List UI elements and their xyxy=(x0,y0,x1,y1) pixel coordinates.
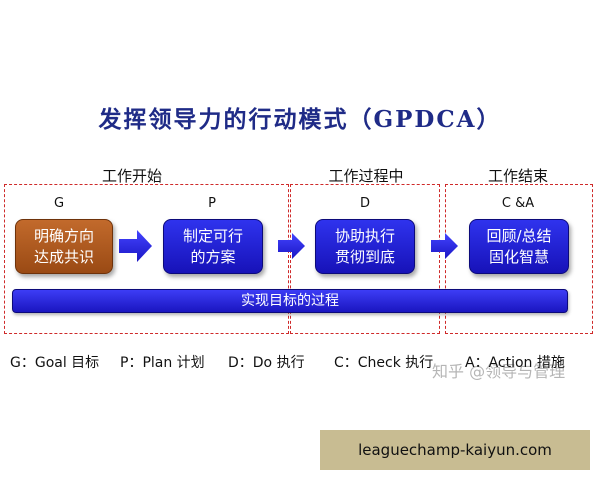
legend-check: C：Check 执行 xyxy=(334,355,434,371)
arrow-right-icon xyxy=(431,233,458,259)
watermark: 知乎 @领导与管理 xyxy=(432,362,566,381)
url-text: leaguechamp-kaiyun.com xyxy=(358,441,552,459)
legend-action: A：Action 措施 xyxy=(465,355,565,371)
process-bar: 实现目标的过程 xyxy=(12,289,568,313)
legend-plan: P：Plan 计划 xyxy=(120,355,205,371)
diagram-title: 发挥领导力的行动模式（GPDCA） xyxy=(98,106,502,133)
phase-label-end: 工作结束 xyxy=(487,167,549,185)
phase-frame-process xyxy=(290,184,440,334)
phase-frame-start xyxy=(4,184,289,334)
step-letter-g: G xyxy=(53,196,65,211)
arrow-right-icon xyxy=(278,233,305,259)
step-letter-p: P xyxy=(208,196,216,211)
step-box-plan: 制定可行 的方案 xyxy=(163,219,263,274)
step-box-goal: 明确方向 达成共识 xyxy=(15,219,113,274)
step-letter-d: D xyxy=(359,196,371,211)
legend-goal: G：Goal 目标 xyxy=(10,355,100,371)
phase-label-start: 工作开始 xyxy=(101,167,163,185)
phase-label-process: 工作过程中 xyxy=(328,167,404,185)
legend-do: D：Do 执行 xyxy=(228,355,305,371)
step-box-do: 协助执行 贯彻到底 xyxy=(315,219,415,274)
step-box-check-action: 回顾/总结 固化智慧 xyxy=(469,219,569,274)
phase-frame-end xyxy=(445,184,593,334)
arrow-right-icon xyxy=(119,230,152,262)
url-banner: leaguechamp-kaiyun.com xyxy=(320,430,590,470)
step-letter-ca: C &A xyxy=(501,196,535,211)
